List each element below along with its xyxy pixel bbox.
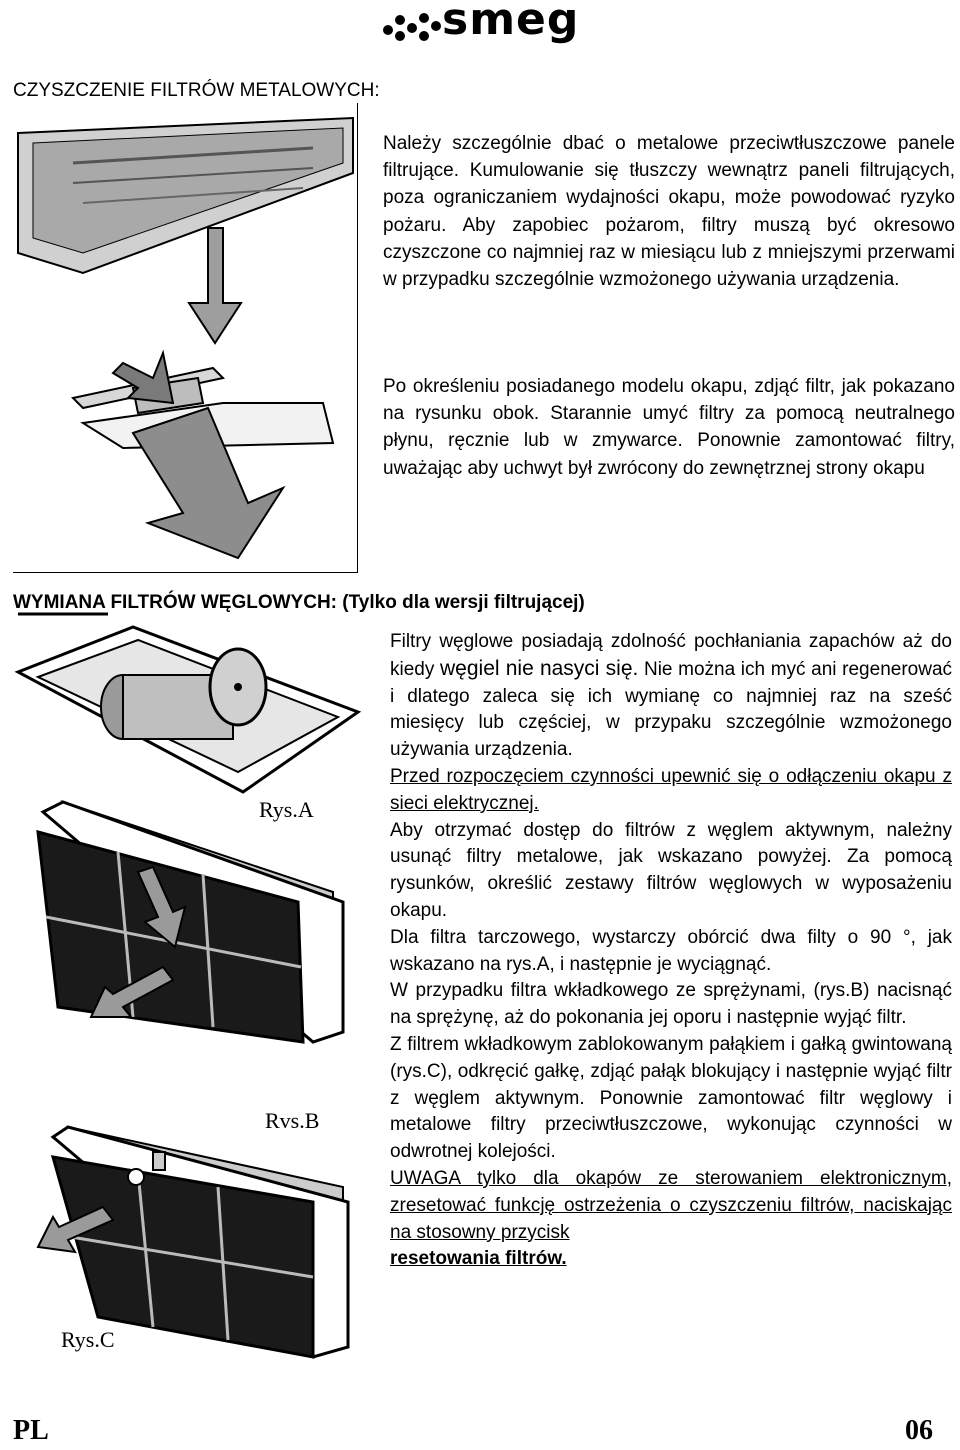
- metal-filters-paragraph-2: Po określeniu posiadanego modelu okapu, …: [383, 376, 955, 479]
- carbon-paragraph-5: W przypadku filtra wkładkowego ze spręży…: [390, 980, 952, 1029]
- figure-carbon-filters: Rys.A Rvs.B Rys.C: [13, 612, 363, 1372]
- figure-label-rys-b: Rvs.B: [265, 1108, 320, 1133]
- figure-label-rys-a: Rys.A: [259, 797, 314, 822]
- carbon-paragraph-6: Z filtrem wkładkowym zablokowanym pałąki…: [390, 1033, 952, 1163]
- figure-label-rys-c: Rys.C: [61, 1327, 115, 1352]
- section-title-carbon-filters: WYMIANA FILTRÓW WĘGLOWYCH: (Tylko dla we…: [13, 592, 585, 613]
- carbon-filter-illustration: [14, 612, 362, 1359]
- smeg-logo: smeg: [380, 0, 592, 46]
- carbon-paragraph-2-warning: Przed rozpoczęciem czynności upewnić się…: [390, 765, 952, 814]
- carbon-p1-text-a: Filtry węglowe posiadają zdolność pochła…: [390, 631, 952, 680]
- footer-language: PL: [13, 1415, 49, 1446]
- metal-filter-illustration: [13, 103, 358, 560]
- section-title-metal-filters: CZYSZCZENIE FILTRÓW METALOWYCH:: [13, 80, 380, 101]
- carbon-p7-text-d: resetowania filtrów.: [390, 1248, 567, 1270]
- carbon-filters-text: Filtry węglowe posiadają zdolność pochła…: [390, 629, 952, 1273]
- carbon-p1-text-b: węgiel nie nasyci się.: [440, 656, 639, 680]
- carbon-paragraph-7: UWAGA tylko dla okapów ze sterowaniem el…: [390, 1166, 952, 1273]
- metal-filters-paragraph-1: Należy szczególnie dbać o metalowe przec…: [383, 133, 955, 291]
- logo-text: smeg: [442, 0, 580, 45]
- figure-metal-filter-removal: [13, 103, 358, 573]
- carbon-p7-text-a: UWAGA tylko dla okapów ze sterowaniem el…: [390, 1167, 952, 1216]
- carbon-paragraph-4: Dla filtra tarczowego, wystarczy obórcić…: [390, 926, 952, 975]
- carbon-paragraph-1: Filtry węglowe posiadają zdolność pochła…: [390, 629, 952, 764]
- logo-dots-icon: [383, 13, 441, 41]
- carbon-p1-text-c: Nie można ich myć ani regenerować i dlat…: [390, 658, 953, 761]
- carbon-paragraph-3: Aby otrzymać dostęp do filtrów z węglem …: [390, 819, 952, 921]
- footer-page-number: 06: [905, 1415, 933, 1446]
- carbon-p7-text-c: na stosowny przycisk: [390, 1221, 570, 1243]
